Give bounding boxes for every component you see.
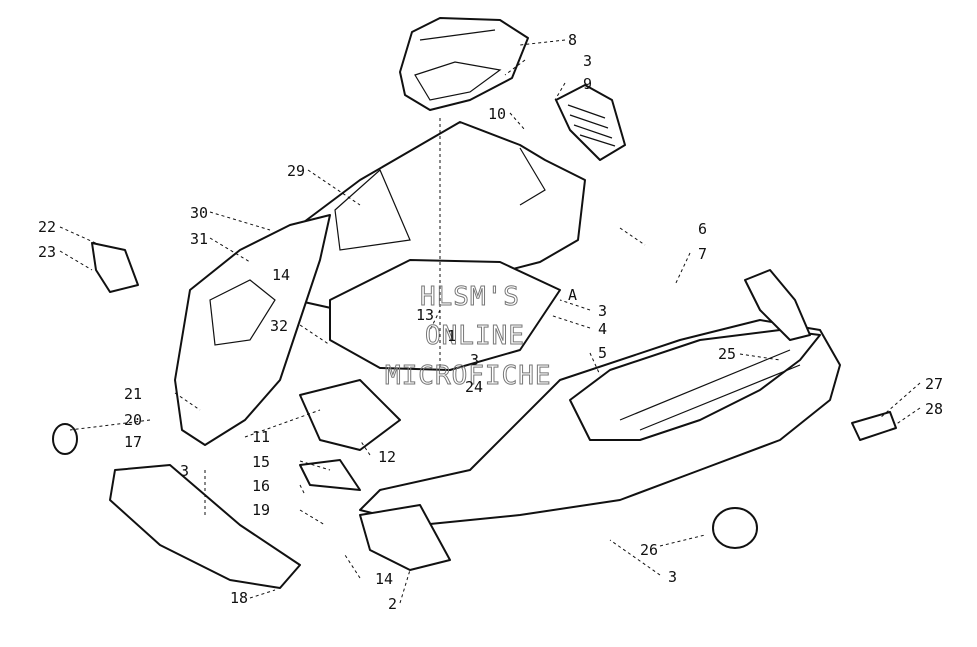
clamp-ring — [52, 423, 78, 455]
center-floor-plate — [329, 259, 561, 371]
callout-3: 3 — [598, 302, 607, 320]
callout-31: 31 — [190, 230, 208, 248]
callout-6: 6 — [698, 220, 707, 238]
callout-30: 30 — [190, 204, 208, 222]
watermark-line-3: MICROFICHE — [385, 361, 552, 391]
watermark-line-1: HLSM'S — [420, 282, 520, 312]
leader-lines — [59, 39, 921, 604]
callout-20: 20 — [124, 411, 142, 429]
callout-18: 18 — [230, 589, 248, 607]
callout-22: 22 — [38, 218, 56, 236]
callout-15: 15 — [252, 453, 270, 471]
headlight-cone — [91, 242, 139, 293]
lens-cap — [712, 507, 758, 549]
callout-3: 3 — [180, 462, 189, 480]
watermark: HLSM'S ONLINE MICROFICHE — [385, 282, 552, 392]
callout-3: 3 — [470, 351, 479, 369]
callout-21: 21 — [124, 385, 142, 403]
callout-16: 16 — [252, 477, 270, 495]
bracket-piece — [299, 459, 361, 491]
callout-17: 17 — [124, 433, 142, 451]
callouts: 8 3 9 10 29 30 31 22 23 14 6 7 A 3 4 5 3… — [38, 31, 943, 613]
diamond-plate-panel — [569, 329, 821, 441]
callout-29: 29 — [287, 162, 305, 180]
callout-3: 3 — [583, 52, 592, 70]
callout-a: A — [568, 286, 577, 304]
callout-7: 7 — [698, 245, 707, 263]
callout-4: 4 — [598, 320, 607, 338]
callout-14: 14 — [375, 570, 393, 588]
lower-center-panel — [299, 379, 401, 451]
callout-28: 28 — [925, 400, 943, 418]
callout-5: 5 — [598, 344, 607, 362]
callout-12: 12 — [378, 448, 396, 466]
watermark-line-2: ONLINE — [425, 321, 525, 351]
callout-27: 27 — [925, 375, 943, 393]
nose-piece — [359, 504, 451, 571]
callout-14: 14 — [272, 266, 290, 284]
callout-26: 26 — [640, 541, 658, 559]
callout-24: 24 — [465, 378, 483, 396]
callout-11: 11 — [252, 428, 270, 446]
top-console-cover — [399, 17, 529, 111]
callout-23: 23 — [38, 243, 56, 261]
callout-8: 8 — [568, 31, 577, 49]
callout-9: 9 — [583, 75, 592, 93]
right-rail-tip — [744, 269, 811, 341]
callout-19: 19 — [252, 501, 270, 519]
callout-25: 25 — [718, 345, 736, 363]
lower-front-bumper — [109, 464, 301, 589]
reflector-plate — [851, 411, 897, 441]
callout-13: 13 — [416, 306, 434, 324]
side-vent-grille — [555, 84, 626, 161]
callout-1: 1 — [447, 327, 456, 345]
callout-10: 10 — [488, 105, 506, 123]
callout-3: 3 — [668, 568, 677, 586]
callout-32: 32 — [270, 317, 288, 335]
callout-2: 2 — [388, 595, 397, 613]
left-side-panel — [174, 214, 331, 446]
